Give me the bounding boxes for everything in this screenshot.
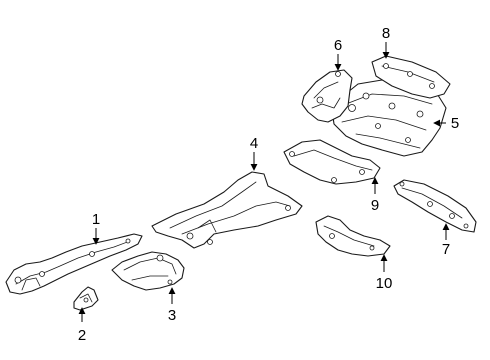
heat-shield-part-3[interactable] <box>111 251 185 291</box>
heat-shield-part-6[interactable] <box>301 69 353 123</box>
bracket-part-2[interactable] <box>73 286 99 311</box>
heat-shield-part-1[interactable] <box>5 233 143 295</box>
callout-labels: 1 2 3 4 5 6 7 8 9 10 <box>78 25 459 344</box>
callout-9: 9 <box>371 197 379 214</box>
callout-2: 2 <box>78 327 86 344</box>
callout-6: 6 <box>334 37 342 54</box>
rear-heat-shield-part-5[interactable] <box>331 79 447 157</box>
heat-shield-part-7[interactable] <box>393 179 477 233</box>
callout-3: 3 <box>168 307 176 324</box>
heat-shield-part-9[interactable] <box>283 139 381 185</box>
leader-lines <box>78 42 450 322</box>
callout-4: 4 <box>250 135 258 152</box>
heat-shield-part-10[interactable] <box>315 215 391 257</box>
callout-1: 1 <box>92 211 100 228</box>
callout-5: 5 <box>451 115 459 132</box>
callout-8: 8 <box>382 25 390 42</box>
callout-10: 10 <box>376 275 393 292</box>
tunnel-heat-shield-part-4[interactable] <box>151 171 303 249</box>
upper-heat-shield-part-8[interactable] <box>371 55 451 99</box>
callout-7: 7 <box>442 241 450 258</box>
